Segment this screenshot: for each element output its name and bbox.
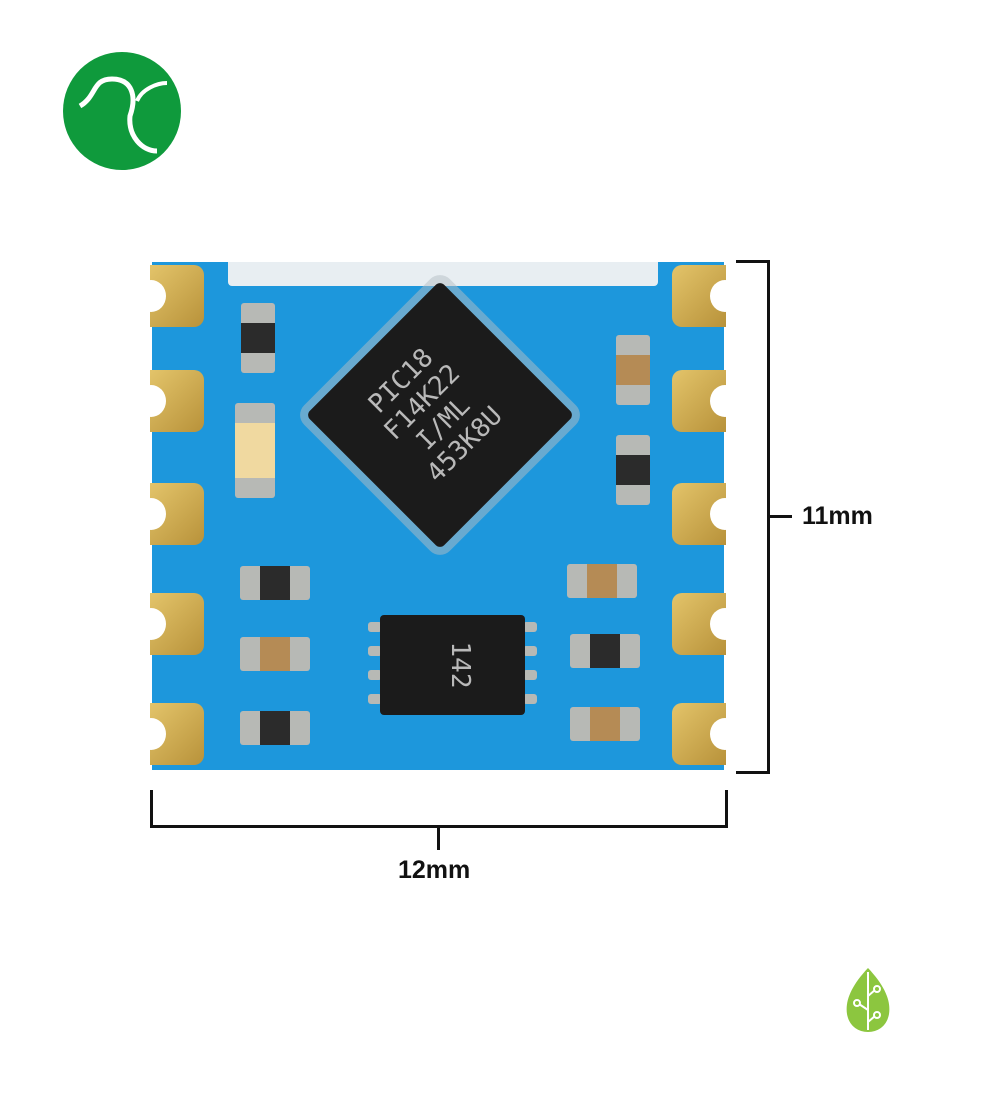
smd-component — [570, 707, 640, 741]
castellated-pad — [136, 703, 204, 765]
ic-pin — [523, 694, 537, 704]
castellated-pad — [672, 593, 740, 655]
smd-component — [567, 564, 637, 598]
soic-chip — [380, 615, 525, 715]
castellated-pad — [672, 703, 740, 765]
castellated-pad — [136, 483, 204, 545]
ic-pin — [368, 670, 382, 680]
soic-marking: 142 — [445, 641, 475, 689]
dimension-line — [736, 260, 770, 263]
dimension-line — [725, 790, 728, 828]
brand-logo — [62, 51, 182, 171]
dimension-line — [150, 825, 728, 828]
dimension-line — [767, 260, 770, 774]
castellated-pad — [672, 370, 740, 432]
ic-pin — [523, 670, 537, 680]
dimension-line — [770, 515, 792, 518]
castellated-pad — [672, 483, 740, 545]
dimension-line — [736, 771, 770, 774]
castellated-pad — [672, 265, 740, 327]
ic-pin — [523, 622, 537, 632]
leaf-circuit-logo — [845, 966, 891, 1034]
dimension-line — [437, 828, 440, 850]
height-label: 11mm — [802, 502, 873, 530]
ic-pin — [368, 622, 382, 632]
smd-component — [240, 566, 310, 600]
smd-component — [241, 303, 275, 373]
led — [235, 403, 275, 498]
smd-component — [570, 634, 640, 668]
width-label: 12mm — [398, 856, 471, 884]
castellated-pad — [136, 593, 204, 655]
dimension-line — [150, 790, 153, 828]
smd-component — [240, 637, 310, 671]
castellated-pad — [136, 265, 204, 327]
smd-component — [616, 435, 650, 505]
castellated-pad — [136, 370, 204, 432]
board-strip — [228, 262, 658, 286]
smd-component — [240, 711, 310, 745]
ic-pin — [523, 646, 537, 656]
smd-component — [616, 335, 650, 405]
ic-pin — [368, 646, 382, 656]
ic-pin — [368, 694, 382, 704]
